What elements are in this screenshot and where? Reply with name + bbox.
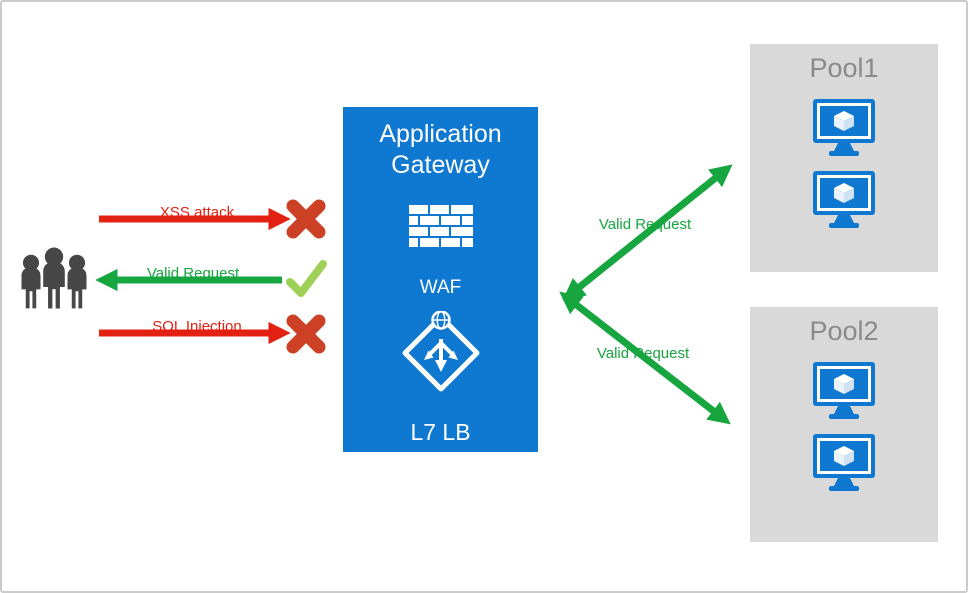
gateway-title: Application Gateway: [379, 120, 502, 179]
blocked-x-icon: [286, 199, 326, 239]
valid-request-pool1-arrow: [562, 164, 733, 301]
users-icon: [21, 247, 87, 309]
application-gateway-box: Application Gateway WAF: [343, 107, 538, 452]
blocked-x-icon: [286, 314, 326, 354]
xss-attack-label: XSS attack: [159, 204, 235, 221]
pool2-box: Pool2: [750, 307, 938, 542]
pool1-box: Pool1: [750, 44, 938, 272]
valid-request-pool2-arrow: [559, 291, 731, 425]
waf-label: WAF: [419, 277, 462, 298]
firewall-brick-icon: [408, 205, 473, 247]
l7lb-label: L7 LB: [410, 419, 471, 445]
valid-request-pool1-label: Valid Request: [598, 216, 692, 233]
pool2-title: Pool2: [809, 316, 879, 346]
sql-injection-label: SQL Injection: [152, 318, 242, 335]
valid-request-left-label: Valid Request: [146, 265, 240, 282]
valid-request-pool2-label: Valid Request: [596, 345, 690, 362]
load-balancer-icon: [402, 311, 479, 392]
checkmark-icon: [286, 260, 327, 297]
pool1-title: Pool1: [809, 53, 879, 83]
